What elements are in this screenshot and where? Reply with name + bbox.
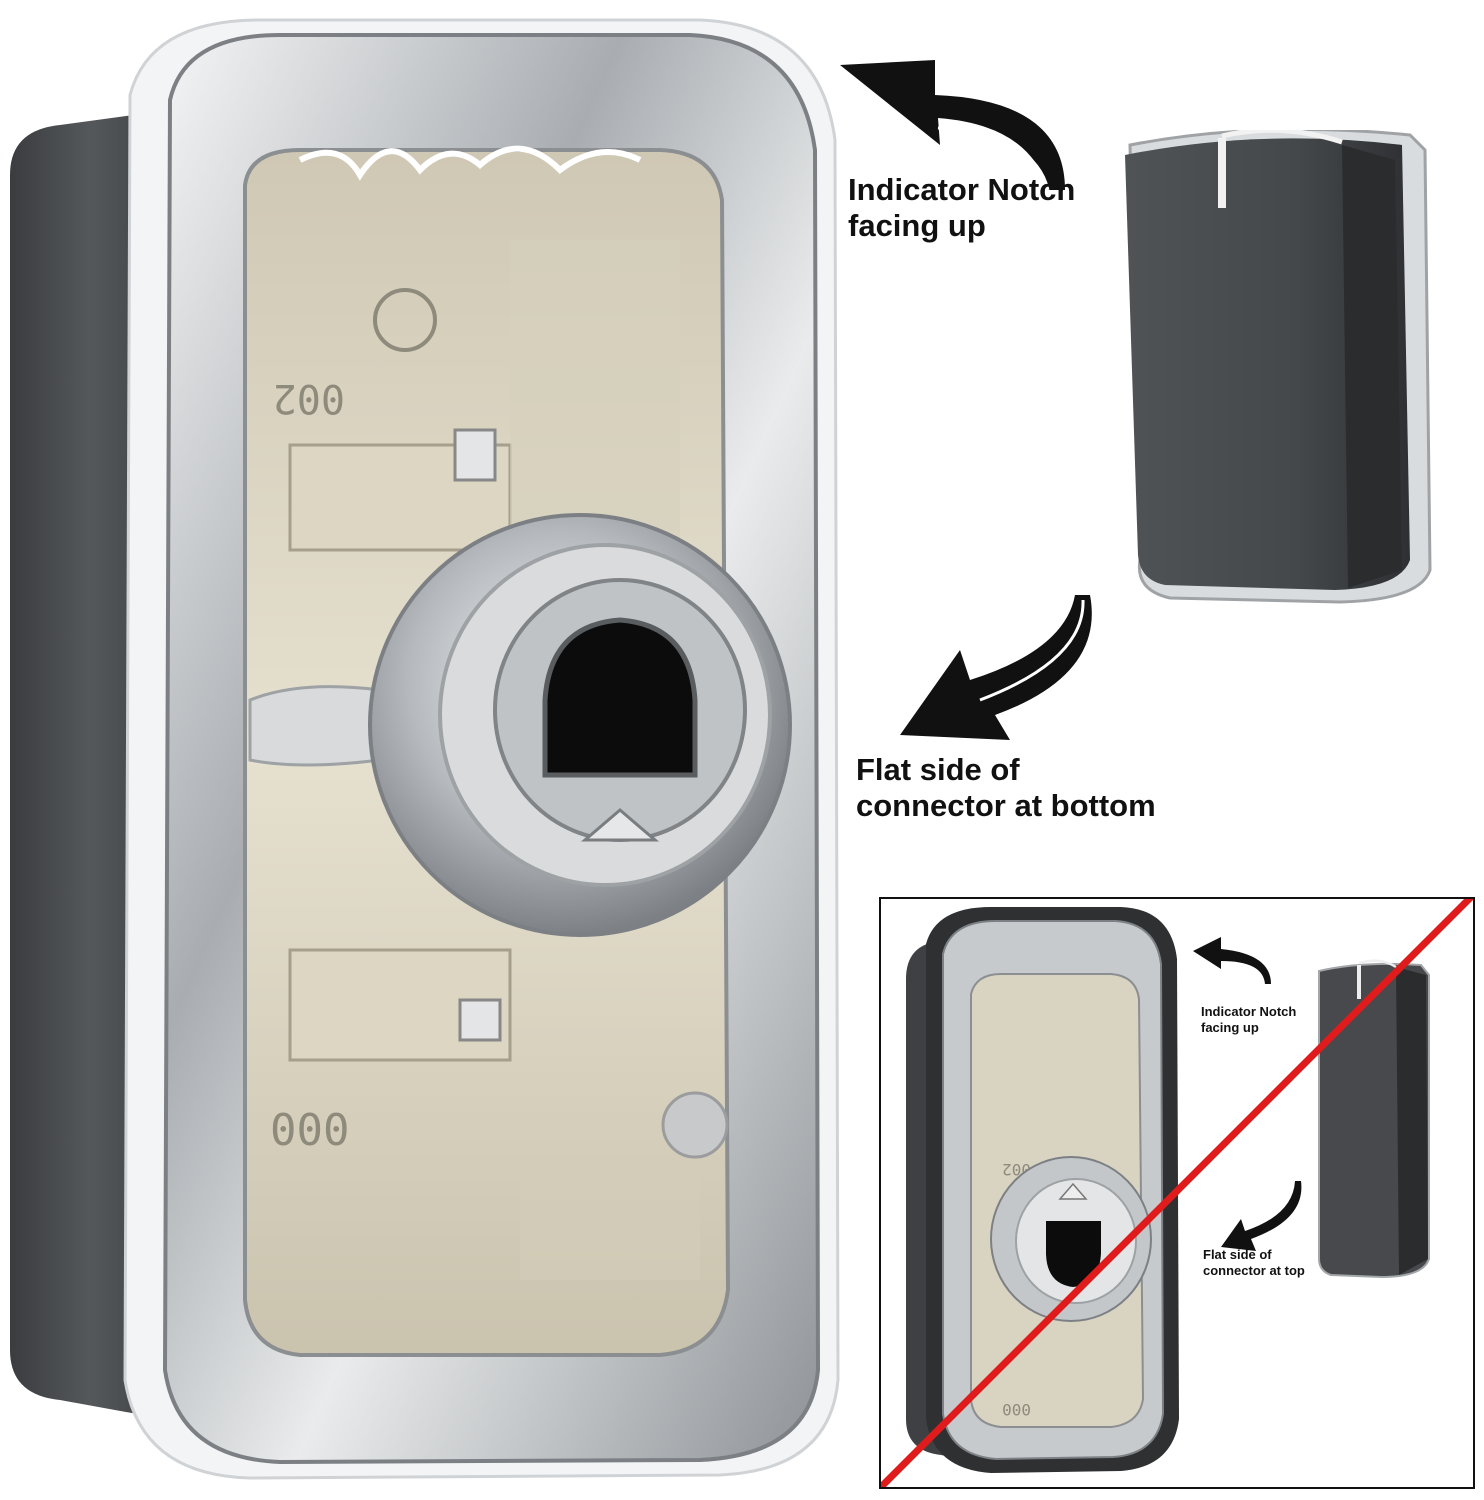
connector-shaft xyxy=(248,685,382,767)
notch-label-correct: Indicator Notch facing up xyxy=(848,172,1075,243)
connector-label-line1: Flat side of xyxy=(856,752,1020,787)
inset-lower-part-number: 000 xyxy=(1002,1400,1031,1419)
connector-label-line2: connector at bottom xyxy=(856,787,1156,823)
curved-arrow-icon xyxy=(1193,937,1271,984)
knob-back-view: 002 000 xyxy=(10,18,840,1480)
notch-label-line1: Indicator Notch xyxy=(848,172,1076,207)
curved-arrow-icon xyxy=(840,60,1065,191)
inset-knob-back-view: 002 000 xyxy=(906,907,1430,1473)
curved-arrow-icon xyxy=(900,595,1092,740)
curved-arrow-icon xyxy=(1221,1181,1302,1251)
notch-label-incorrect: Indicator Notch facing up xyxy=(1201,1004,1296,1035)
knob-front-view xyxy=(1125,130,1432,604)
inset-notch-label-line1: Indicator Notch xyxy=(1201,1004,1297,1019)
notch-label-line2: facing up xyxy=(848,207,986,243)
lower-part-number: 000 xyxy=(270,1105,349,1156)
connector-label-correct: Flat side of connector at bottom xyxy=(856,752,1156,823)
upper-part-number: 002 xyxy=(273,375,345,421)
red-strikethrough-line xyxy=(881,899,1473,1487)
inset-connector-label-line2: connector at top xyxy=(1203,1262,1305,1278)
connector-label-incorrect: Flat side of connector at top xyxy=(1203,1247,1305,1278)
incorrect-orientation-inset: 002 000 Indicator Notch facing up Flat s… xyxy=(879,897,1475,1489)
inset-connector-label-line1: Flat side of xyxy=(1203,1247,1272,1262)
orientation-triangle xyxy=(580,808,660,842)
inset-notch-label-line2: facing up xyxy=(1201,1019,1259,1035)
connector-d-hole xyxy=(542,617,698,778)
inset-connector-d-hole xyxy=(1046,1221,1101,1287)
svg-text:002: 002 xyxy=(273,375,345,421)
